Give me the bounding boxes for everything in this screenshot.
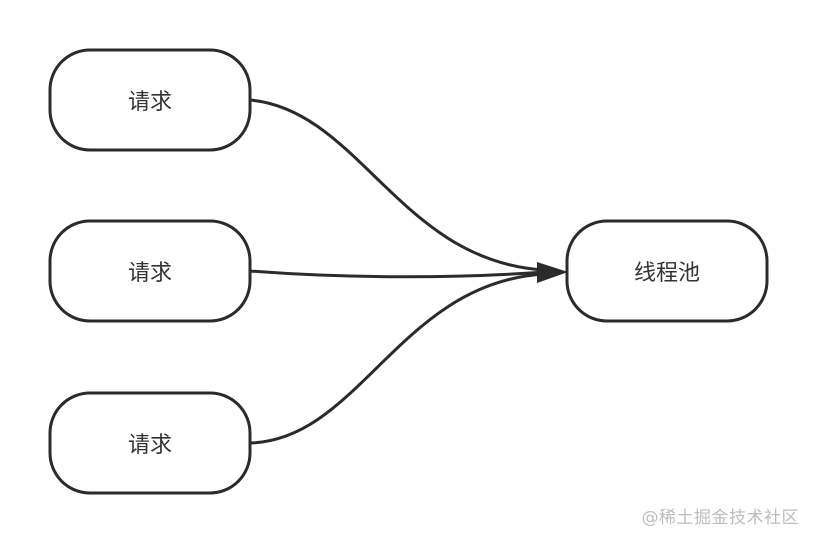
watermark-text: @稀土掘金技术社区 — [641, 508, 799, 528]
edge-request-3-to-thread-pool — [249, 272, 546, 445]
node-request-1-label: 请求 — [128, 90, 172, 115]
edge-request-2-to-thread-pool — [249, 269, 546, 279]
node-request-2-label: 请求 — [128, 261, 172, 286]
node-request-1[interactable]: 请求 — [48, 48, 252, 152]
arrowhead-thread-pool — [537, 262, 568, 283]
node-request-3[interactable]: 请求 — [48, 391, 252, 495]
node-request-2-shape — [48, 219, 252, 323]
node-request-1-shape — [48, 48, 252, 152]
node-request-3-shape — [48, 391, 252, 495]
node-thread-pool-label: 线程池 — [634, 261, 700, 286]
edge-request-1-to-thread-pool — [249, 98, 546, 272]
node-request-3-label: 请求 — [128, 433, 172, 458]
node-thread-pool-shape — [565, 219, 769, 323]
node-thread-pool[interactable]: 线程池 — [565, 219, 769, 323]
node-request-2[interactable]: 请求 — [48, 219, 252, 323]
